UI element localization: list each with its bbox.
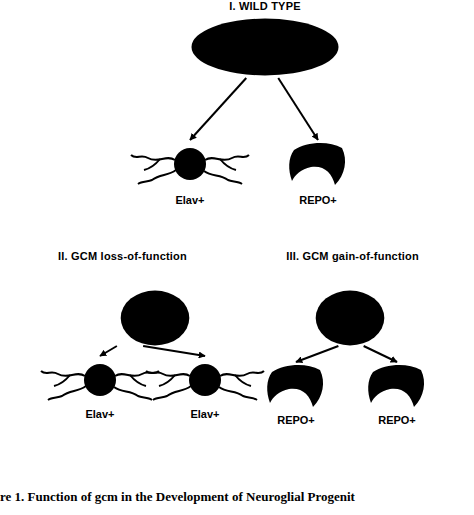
- dendrite: [41, 371, 85, 376]
- dendrite: [146, 371, 190, 376]
- arrow-connector: [278, 78, 318, 140]
- glia-symbol: [266, 362, 326, 408]
- dendrite: [235, 375, 251, 386]
- neuron-symbol: [145, 356, 265, 400]
- neuron-cell: Elav+: [40, 356, 160, 420]
- neuron-symbol: [130, 140, 250, 184]
- dendrite: [159, 375, 175, 386]
- figure-caption: re 1. Function of gcm in the Development…: [0, 489, 474, 505]
- glia-fill: [289, 143, 345, 185]
- glial-cell: REPO+: [285, 140, 351, 206]
- marker-label: REPO+: [364, 414, 430, 426]
- dendrite: [153, 386, 191, 400]
- panel-heading: III. GCM gain-of-function: [245, 250, 460, 262]
- ellipse-fill: [121, 291, 190, 346]
- dendrite: [131, 155, 175, 160]
- dendrite: [144, 159, 160, 170]
- progenitor-cell: III. GCM gain-of-function: [245, 250, 460, 346]
- glia-fill: [368, 365, 424, 407]
- panel-heading: II. GCM loss-of-function: [25, 250, 220, 262]
- neuron-body: [84, 364, 116, 396]
- neuron-symbol: [40, 356, 160, 400]
- panel-heading: I. WILD TYPE: [185, 0, 345, 12]
- arrow-connector: [296, 346, 338, 362]
- ellipse-fill: [316, 291, 385, 346]
- arrow-connector: [143, 346, 205, 356]
- arrow-connector: [100, 346, 117, 356]
- ellipse-fill: [192, 19, 339, 76]
- progenitor-cell: I. WILD TYPE: [185, 0, 345, 78]
- neuron-cell: Elav+: [145, 356, 265, 420]
- neuron-body: [174, 148, 206, 180]
- glia-symbol: [367, 362, 427, 408]
- glial-cell: REPO+: [364, 362, 430, 426]
- dendrite: [205, 155, 249, 160]
- marker-label: Elav+: [145, 408, 265, 420]
- progenitor-ellipse: [190, 18, 340, 76]
- marker-label: Elav+: [130, 194, 250, 206]
- arrow-connector: [364, 346, 397, 362]
- dendrite: [220, 159, 236, 170]
- dendrite: [54, 375, 70, 386]
- arrow-connector: [190, 78, 246, 140]
- progenitor-ellipse: [315, 290, 385, 346]
- dendrite: [48, 386, 86, 400]
- neuron-cell: Elav+: [130, 140, 250, 206]
- dendrite: [138, 170, 176, 184]
- progenitor-cell: II. GCM loss-of-function: [25, 250, 220, 346]
- marker-label: REPO+: [285, 194, 351, 206]
- glial-cell: REPO+: [263, 362, 329, 426]
- marker-label: REPO+: [263, 414, 329, 426]
- dendrite: [130, 375, 146, 386]
- glia-symbol: [288, 140, 348, 186]
- dendrite: [114, 387, 152, 400]
- dendrite: [204, 171, 242, 184]
- progenitor-ellipse: [120, 290, 190, 346]
- neuron-body: [189, 364, 221, 396]
- marker-label: Elav+: [40, 408, 160, 420]
- dendrite: [219, 387, 257, 400]
- dendrite: [220, 371, 264, 376]
- glia-fill: [267, 365, 323, 407]
